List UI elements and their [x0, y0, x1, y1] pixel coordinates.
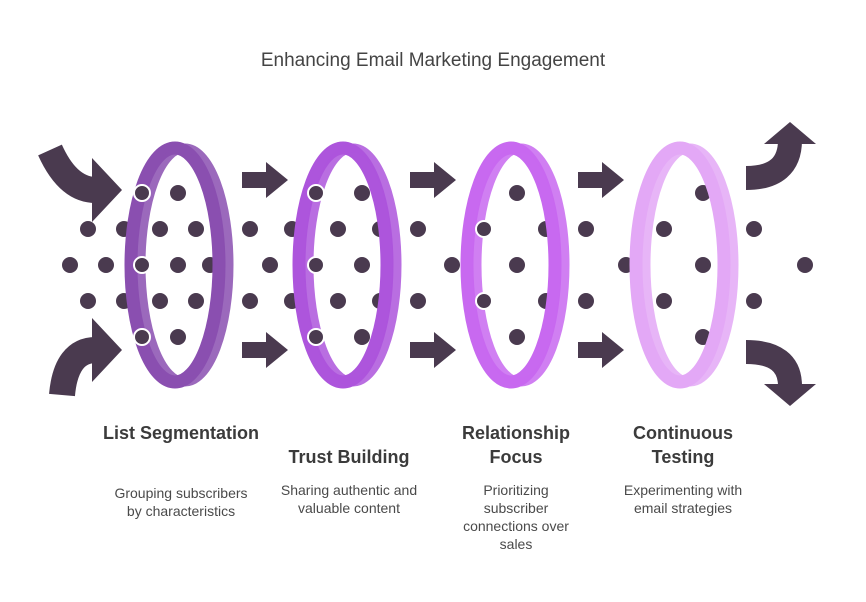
edge-dot-1	[133, 184, 151, 202]
dot-33	[410, 221, 426, 237]
dot-1	[62, 257, 78, 273]
dots-layer	[62, 185, 813, 345]
dot-14	[170, 329, 186, 345]
dot-29	[354, 257, 370, 273]
dot-46	[656, 221, 672, 237]
dot-34	[410, 293, 426, 309]
curved-arrow-out-bottom-body	[745, 340, 802, 387]
step-1-description: Grouping subscribers by characteristics	[114, 485, 248, 519]
step-3-description: Prioritizing subscriber connections over…	[463, 482, 569, 552]
step-4-description: Experimenting with email strategies	[623, 482, 743, 516]
dot-44	[578, 293, 594, 309]
step-2-description: Sharing authentic and valuable content	[280, 482, 418, 516]
arrow-right-icon-4	[410, 332, 456, 368]
dot-2	[80, 221, 96, 237]
dot-53	[797, 257, 813, 273]
edge-dot-8	[475, 292, 493, 310]
dot-3	[80, 293, 96, 309]
curved-arrow-in-bottom-body	[49, 337, 98, 397]
rings-layer	[124, 141, 739, 389]
dot-47	[656, 293, 672, 309]
edge-dot-6	[307, 328, 325, 346]
dot-27	[330, 293, 346, 309]
arrow-right-icon-5	[578, 162, 624, 198]
curved-arrow-in-top-body	[38, 144, 98, 203]
step-3-title: Relationship Focus	[461, 423, 570, 467]
edge-dot-5	[307, 256, 325, 274]
dot-30	[354, 329, 370, 345]
dot-13	[170, 257, 186, 273]
step-4-ring-front	[641, 143, 739, 387]
diagram-title: Enhancing Email Marketing Engagement	[260, 50, 606, 71]
dot-26	[330, 221, 346, 237]
dot-11	[152, 293, 168, 309]
curved-arrow-out-top-body	[745, 139, 802, 190]
dot-18	[242, 221, 258, 237]
curved-arrow-in-top-icon	[92, 158, 122, 222]
arrows-layer	[38, 122, 816, 406]
step-4-title: Continuous Testing	[633, 423, 733, 467]
edge-dot-7	[475, 220, 493, 238]
edge-dot-3	[133, 328, 151, 346]
step-2-title: Trust Building	[288, 447, 410, 467]
dot-52	[746, 293, 762, 309]
dot-38	[509, 185, 525, 201]
dot-51	[746, 221, 762, 237]
arrow-right-icon-3	[410, 162, 456, 198]
dot-28	[354, 185, 370, 201]
step-3-ring	[460, 141, 570, 389]
edge-dot-2	[133, 256, 151, 274]
dot-4	[98, 257, 114, 273]
dot-15	[188, 221, 204, 237]
dot-10	[152, 221, 168, 237]
dot-39	[509, 257, 525, 273]
arrow-right-icon-2	[242, 332, 288, 368]
curved-arrow-out-top-icon	[764, 122, 816, 144]
arrow-right-icon-6	[578, 332, 624, 368]
dot-16	[188, 293, 204, 309]
curved-arrow-out-bottom-icon	[764, 384, 816, 406]
curved-arrow-in-bottom-icon	[92, 318, 122, 382]
dot-40	[509, 329, 525, 345]
dot-49	[695, 257, 711, 273]
step-1-title: List Segmentation	[102, 423, 259, 443]
dot-12	[170, 185, 186, 201]
step-3-ring-front	[472, 143, 570, 387]
step-4-ring	[629, 141, 739, 389]
arrow-right-icon-1	[242, 162, 288, 198]
dot-35	[444, 257, 460, 273]
edge-dot-4	[307, 184, 325, 202]
dot-20	[262, 257, 278, 273]
dot-19	[242, 293, 258, 309]
dot-43	[578, 221, 594, 237]
